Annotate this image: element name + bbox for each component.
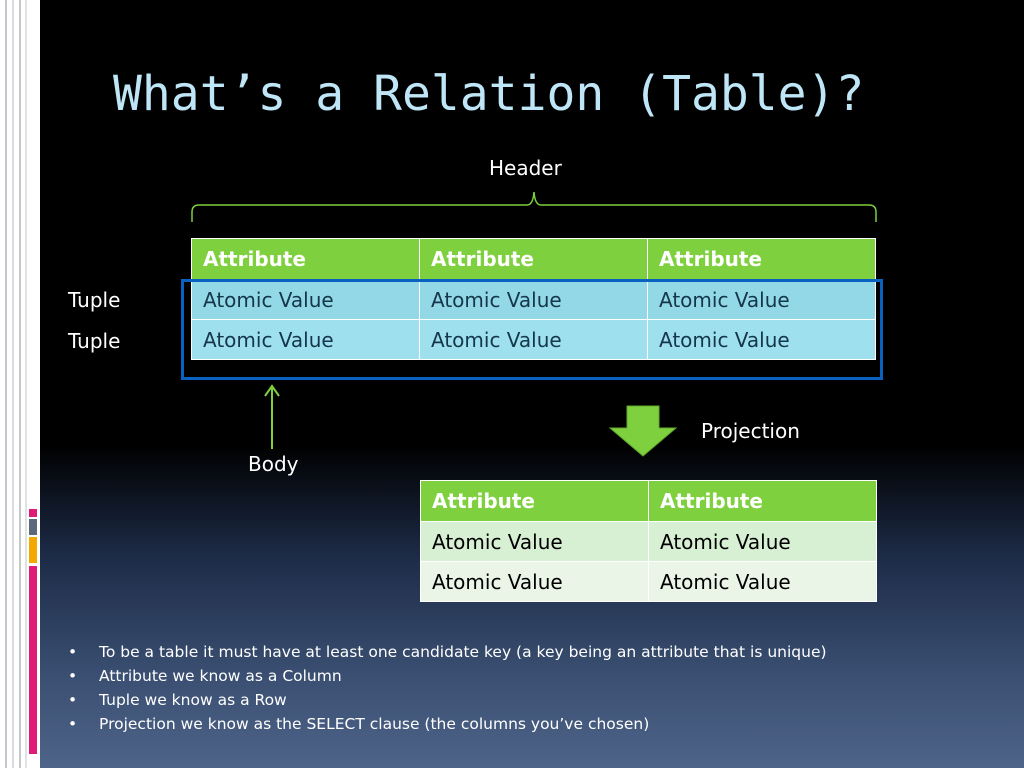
accent-bar-magenta-long bbox=[29, 566, 37, 754]
body-label: Body bbox=[248, 452, 299, 476]
table-cell: Atomic Value bbox=[420, 561, 649, 602]
table-cell: Atomic Value bbox=[419, 279, 648, 320]
accent-bar-magenta bbox=[29, 509, 37, 517]
header-brace bbox=[191, 191, 877, 222]
list-item: • Attribute we know as a Column bbox=[60, 664, 827, 688]
bullet-symbol: • bbox=[68, 715, 78, 733]
header-cell: Attribute bbox=[647, 238, 876, 280]
table-row: Atomic Value Atomic Value bbox=[420, 561, 877, 602]
header-cell: Attribute bbox=[420, 480, 649, 522]
accent-bar-gray bbox=[29, 519, 37, 535]
header-row: Attribute Attribute Attribute bbox=[191, 238, 876, 280]
decorative-lines bbox=[5, 0, 27, 768]
header-cell: Attribute bbox=[648, 480, 877, 522]
bullet-text: Tuple we know as a Row bbox=[99, 691, 287, 709]
list-item: • Tuple we know as a Row bbox=[60, 688, 827, 712]
slide-title: What’s a Relation (Table)? bbox=[113, 66, 865, 122]
header-cell: Attribute bbox=[419, 238, 648, 280]
header-row: Attribute Attribute bbox=[420, 480, 877, 522]
accent-bar-orange bbox=[29, 537, 37, 563]
table-cell: Atomic Value bbox=[420, 521, 649, 562]
table-cell: Atomic Value bbox=[419, 319, 648, 360]
table-row: Atomic Value Atomic Value bbox=[420, 521, 877, 562]
projection-label: Projection bbox=[701, 419, 800, 443]
table-cell: Atomic Value bbox=[648, 561, 877, 602]
bullet-text: Projection we know as the SELECT clause … bbox=[99, 715, 650, 733]
bullet-text: To be a table it must have at least one … bbox=[99, 643, 827, 661]
body-highlight-frame bbox=[181, 279, 883, 380]
table-row: Atomic Value Atomic Value Atomic Value bbox=[191, 319, 876, 360]
tuple-label-1: Tuple bbox=[68, 288, 121, 312]
bullet-symbol: • bbox=[68, 667, 78, 685]
projection-table: Attribute Attribute Atomic Value Atomic … bbox=[420, 480, 877, 602]
table-cell: Atomic Value bbox=[191, 279, 420, 320]
table-cell: Atomic Value bbox=[648, 521, 877, 562]
bullet-text: Attribute we know as a Column bbox=[99, 667, 342, 685]
tuple-label-2: Tuple bbox=[68, 329, 121, 353]
header-label: Header bbox=[489, 156, 562, 180]
table-cell: Atomic Value bbox=[647, 279, 876, 320]
bullet-symbol: • bbox=[68, 643, 78, 661]
table-cell: Atomic Value bbox=[647, 319, 876, 360]
list-item: • Projection we know as the SELECT clause… bbox=[60, 712, 827, 736]
relation-table: Attribute Attribute Attribute Atomic Val… bbox=[191, 238, 876, 360]
bullet-list: • To be a table it must have at least one… bbox=[60, 640, 827, 736]
down-arrow-icon bbox=[608, 405, 678, 457]
bullet-symbol: • bbox=[68, 691, 78, 709]
table-row: Atomic Value Atomic Value Atomic Value bbox=[191, 279, 876, 320]
table-cell: Atomic Value bbox=[191, 319, 420, 360]
body-arrow-head bbox=[264, 384, 280, 397]
list-item: • To be a table it must have at least one… bbox=[60, 640, 827, 664]
